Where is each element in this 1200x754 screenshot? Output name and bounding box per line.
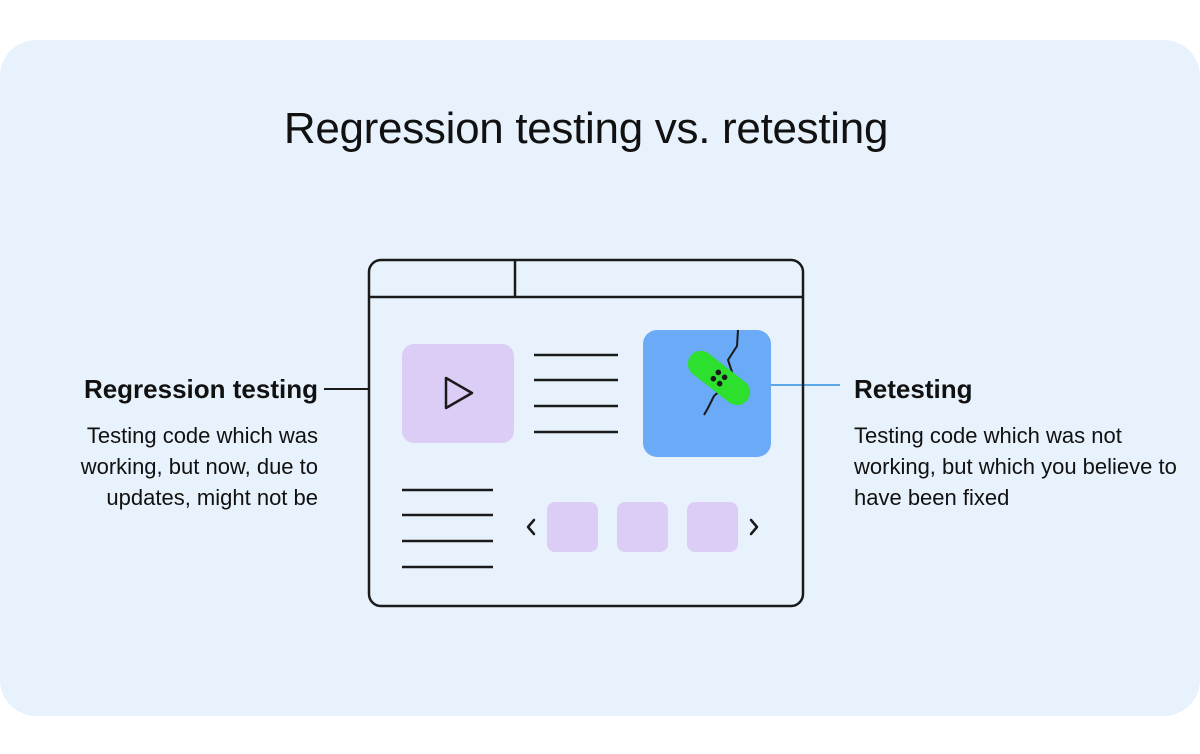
video-tile xyxy=(402,344,514,443)
carousel-thumbnail xyxy=(547,502,598,552)
regression-testing-heading: Regression testing xyxy=(83,374,318,404)
chevron-right-icon xyxy=(749,518,759,536)
bandage-icon xyxy=(687,350,751,406)
window-frame xyxy=(367,258,805,608)
background-card xyxy=(0,40,1200,716)
chevron-left-icon xyxy=(526,518,536,536)
retesting-heading: Retesting xyxy=(854,374,973,404)
regression-testing-block: Regression testing Testing code which wa… xyxy=(0,370,318,513)
carousel-thumbnail xyxy=(617,502,668,552)
retesting-block: Retesting Testing code which was not wor… xyxy=(854,370,1194,513)
regression-testing-description: Testing code which was working, but now,… xyxy=(80,423,318,510)
play-icon xyxy=(444,376,474,410)
carousel-thumbnail xyxy=(687,502,738,552)
fixed-code-tile xyxy=(643,330,771,457)
retesting-description: Testing code which was not working, but … xyxy=(854,423,1177,510)
page-title: Regression testing vs. retesting xyxy=(283,104,889,153)
